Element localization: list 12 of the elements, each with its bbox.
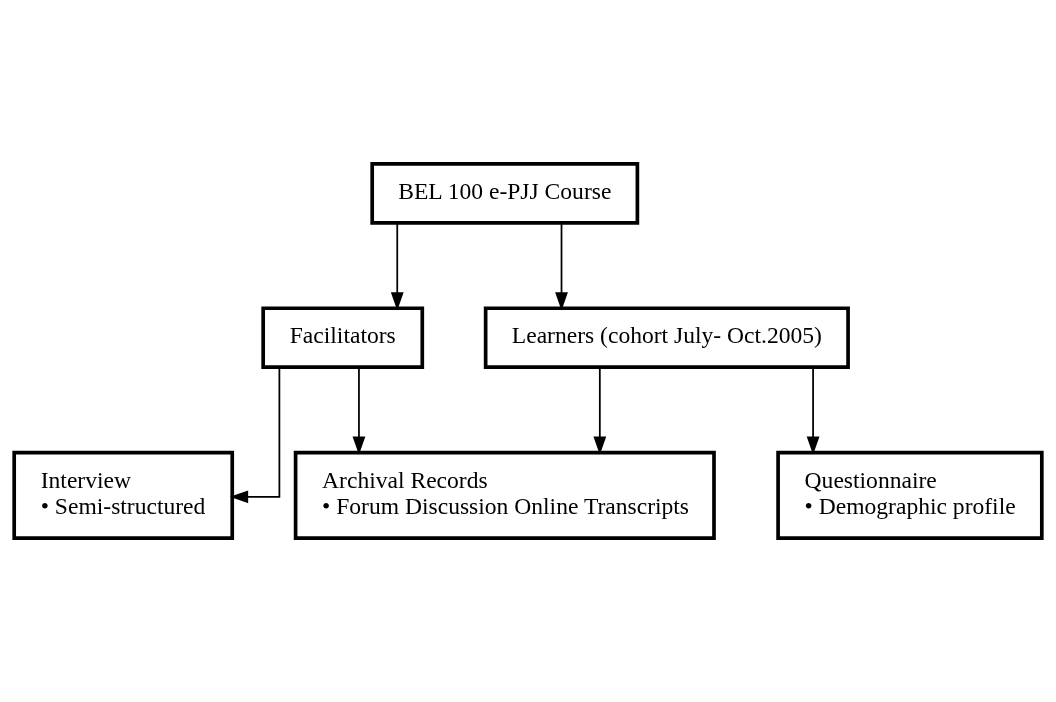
arrow	[806, 366, 820, 455]
arrow	[229, 366, 281, 504]
node-box: Questionnaire • Demographic profile	[776, 450, 1044, 540]
node-box: Facilitators	[261, 306, 425, 370]
node-box: BEL 100 e-PJJ Course	[370, 162, 640, 225]
arrow	[352, 366, 366, 455]
node-box: Learners (cohort July- Oct.2005)	[483, 306, 850, 370]
arrow	[390, 222, 404, 311]
node-box: Archival Records • Forum Discussion Online Transcripts	[293, 450, 716, 540]
arrow	[555, 222, 568, 311]
node-box: Interview • Semi-structured	[12, 450, 235, 540]
arrow	[593, 366, 607, 455]
